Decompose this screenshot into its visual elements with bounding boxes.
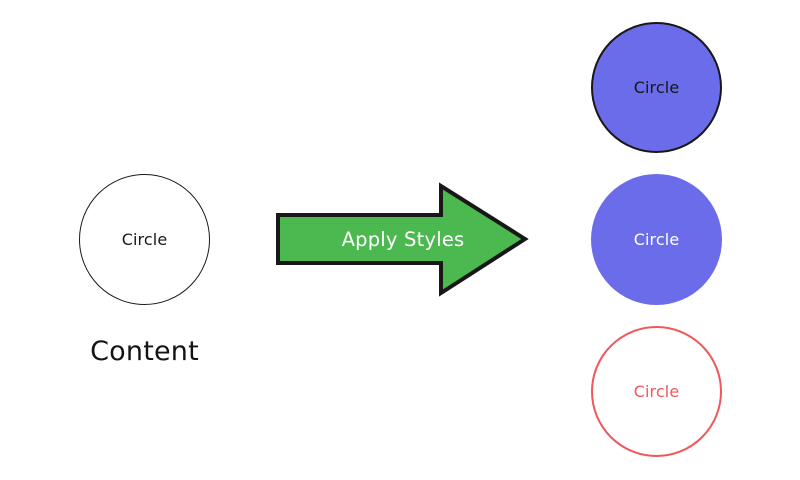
apply-styles-arrow bbox=[272, 178, 534, 302]
result-circle-filled-outlined: Circle bbox=[591, 22, 722, 153]
source-circle-label: Circle bbox=[121, 229, 168, 249]
result-circle-label-2: Circle bbox=[633, 229, 680, 249]
result-circle-label-3: Circle bbox=[633, 381, 680, 401]
result-circle-filled-plain: Circle bbox=[591, 174, 722, 305]
result-circle-outline-accent: Circle bbox=[591, 326, 722, 457]
content-caption: Content bbox=[90, 336, 199, 367]
block-arrow-right-icon bbox=[276, 182, 529, 297]
arrow-shape bbox=[276, 182, 529, 297]
source-circle-node: Circle bbox=[79, 174, 210, 305]
result-circle-label-1: Circle bbox=[633, 77, 680, 97]
